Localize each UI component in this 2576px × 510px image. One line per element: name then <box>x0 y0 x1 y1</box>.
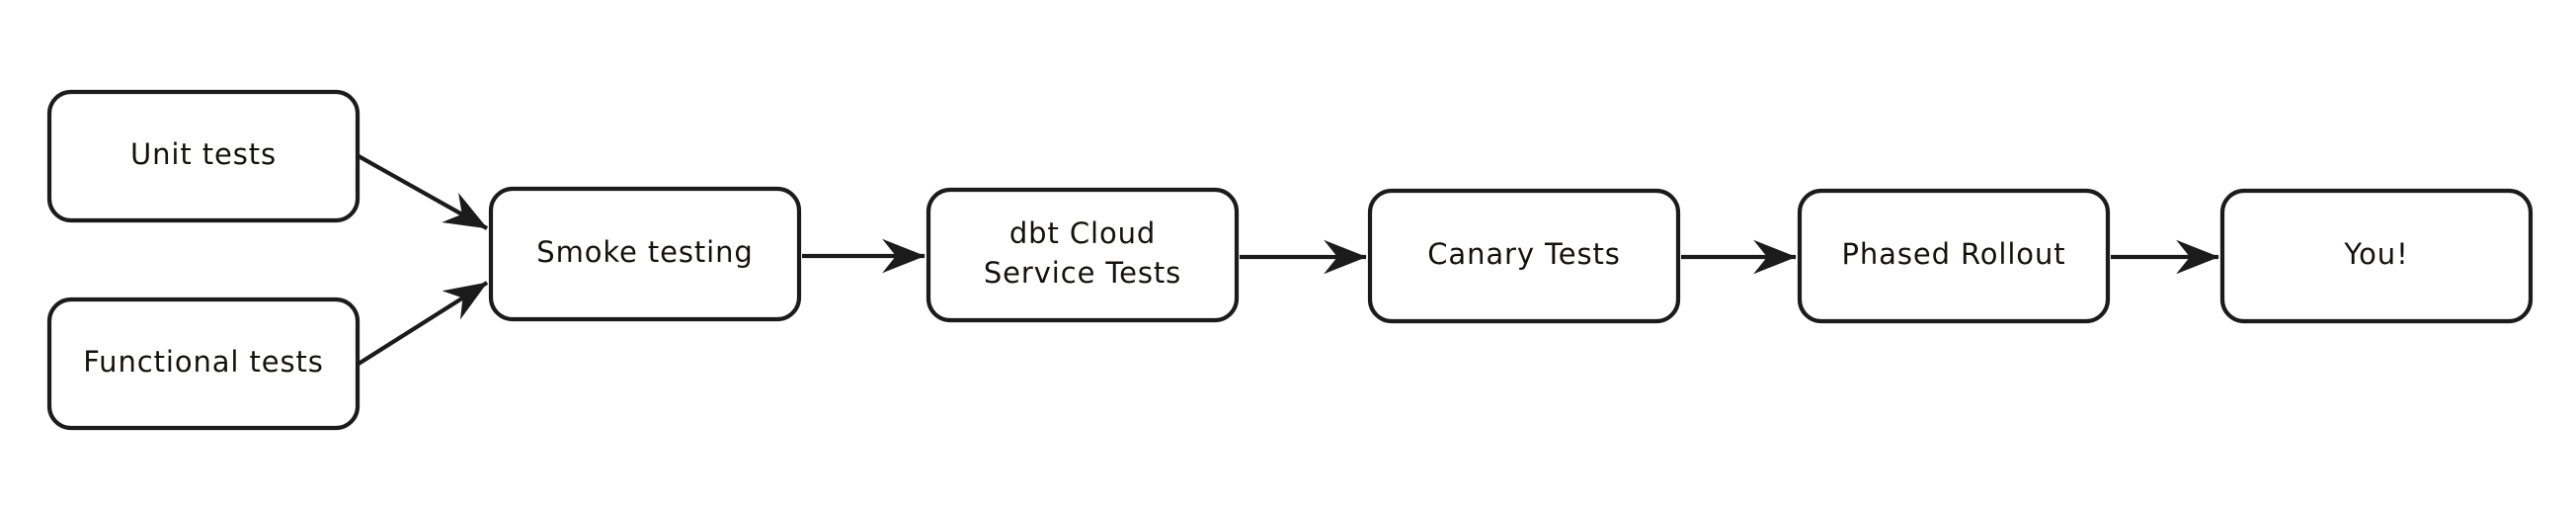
node-label-line: Unit tests <box>130 137 277 171</box>
node-label-line: Service Tests <box>984 256 1181 290</box>
node-you[interactable]: You! <box>2219 188 2534 324</box>
node-box-phased-rollout[interactable] <box>1797 188 2111 324</box>
node-label-unit-tests: Unit tests <box>130 137 277 171</box>
node-smoke-testing[interactable]: Smoke testing <box>488 186 802 322</box>
edge-functional-to-smoke <box>357 281 489 366</box>
node-label-phased-rollout: Phased Rollout <box>1841 237 2065 271</box>
node-label-line: dbt Cloud <box>1009 216 1156 250</box>
node-label-line: You! <box>2343 237 2408 271</box>
node-canary-tests[interactable]: Canary Tests <box>1367 188 1681 324</box>
node-functional-tests[interactable]: Functional tests <box>46 297 361 431</box>
node-label-functional-tests: Functional tests <box>83 345 324 379</box>
node-phased-rollout[interactable]: Phased Rollout <box>1797 188 2111 324</box>
edge-layer <box>357 154 2219 366</box>
node-label-canary-tests: Canary Tests <box>1427 237 1621 271</box>
node-box-canary-tests[interactable] <box>1367 188 1681 324</box>
node-label-you: You! <box>2343 237 2408 271</box>
node-label-smoke-testing: Smoke testing <box>536 235 753 269</box>
node-unit-tests[interactable]: Unit tests <box>46 89 361 223</box>
edge-unit-to-smoke <box>357 154 489 230</box>
node-label-line: Smoke testing <box>536 235 753 269</box>
node-box-you[interactable] <box>2219 188 2534 324</box>
node-box-smoke-testing[interactable] <box>488 186 802 322</box>
node-box-unit-tests[interactable] <box>46 89 361 223</box>
node-label-line: Phased Rollout <box>1841 237 2065 271</box>
node-box-dbt-cloud-service-tests[interactable] <box>926 187 1240 323</box>
node-label-line: Functional tests <box>83 345 324 379</box>
node-label-line: Canary Tests <box>1427 237 1621 271</box>
node-box-functional-tests[interactable] <box>46 297 361 431</box>
